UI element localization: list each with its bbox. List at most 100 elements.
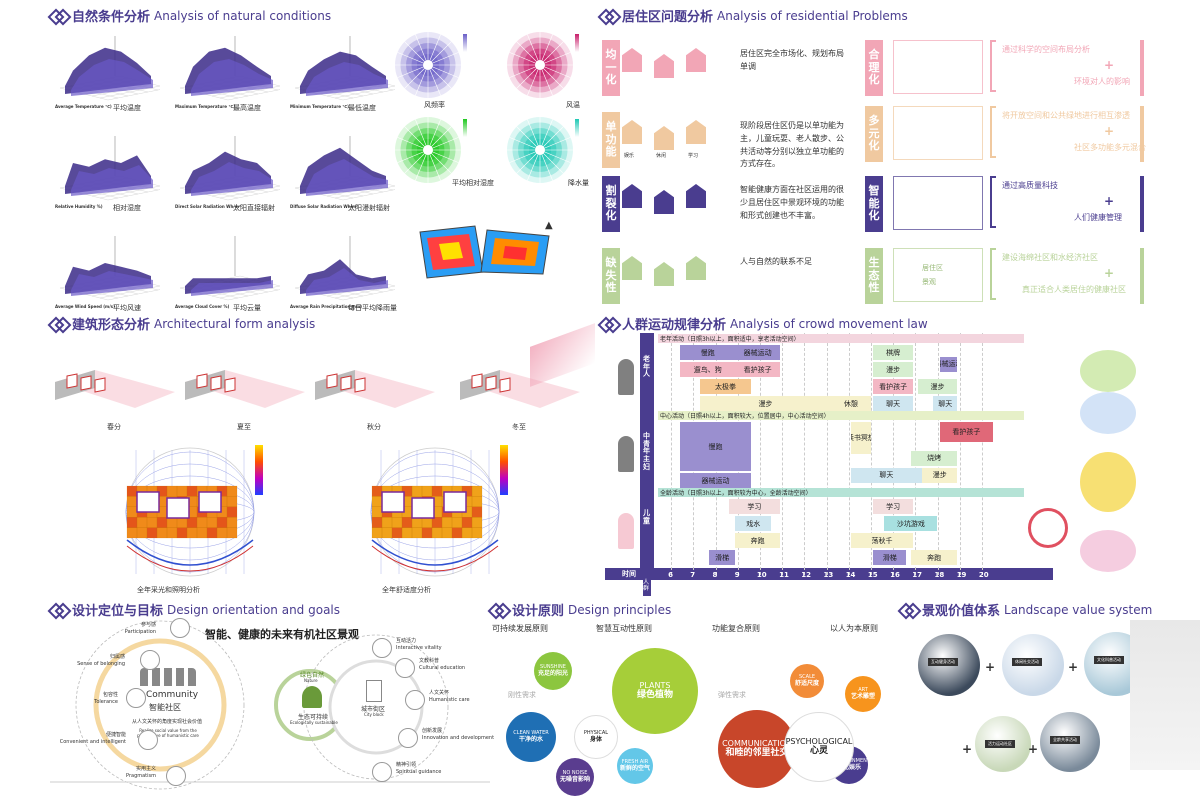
season-label: 夏至 bbox=[237, 423, 251, 431]
community-sub: 从人文关怀的角度实现社会价值 bbox=[132, 719, 203, 725]
solution-tag: 合理化 bbox=[865, 40, 883, 96]
problem-icons bbox=[622, 178, 722, 228]
problem-tag-char: 功 bbox=[605, 132, 617, 146]
bubble-cn: 身体 bbox=[589, 736, 602, 744]
bubble-en: SUNSHINE bbox=[540, 664, 566, 671]
building-icon bbox=[622, 120, 642, 144]
mesh-axis-label: Minimum Temperature ℃) bbox=[290, 104, 349, 109]
building-icon bbox=[686, 48, 706, 72]
activity-bar: 休憩 bbox=[830, 396, 871, 411]
rose-scale-bar bbox=[463, 119, 467, 137]
landscape-photo-label: 活力运动社区 bbox=[985, 740, 1015, 748]
ring-label: 精神引领 bbox=[396, 762, 417, 768]
problem-tag: 均一化 bbox=[602, 40, 620, 96]
climate-mesh bbox=[290, 228, 404, 308]
solution-line-1: 通过科学的空间布局分析 bbox=[1002, 45, 1090, 54]
activity-bar: 漫步 bbox=[699, 396, 831, 411]
activity-bar: 沙坑游戏 bbox=[884, 516, 938, 531]
dome-label: 全年舒适度分析 bbox=[382, 586, 431, 594]
landscape-photo-label: 全龄共享活动 bbox=[1050, 736, 1080, 744]
plus-icon: + bbox=[985, 660, 996, 674]
bubble-cn: 充足的阳光 bbox=[537, 670, 568, 678]
landscape-photo-label: 休闲社交活动 bbox=[1012, 658, 1042, 666]
activity-bar: 烧烤 bbox=[910, 450, 958, 466]
wind-rose bbox=[393, 115, 463, 185]
nature-cn: 绿色自然 bbox=[300, 672, 325, 679]
activity-bar: 棋牌 bbox=[873, 345, 914, 360]
activity-illustration bbox=[1080, 392, 1136, 434]
building-icon bbox=[622, 48, 642, 72]
solution-tag-char: 能 bbox=[868, 196, 880, 210]
ring-label-en: Innovation and development bbox=[422, 735, 495, 741]
activity-bar: 荡秋千 bbox=[850, 533, 914, 548]
season-model bbox=[460, 352, 580, 412]
plus-icon: + bbox=[962, 742, 973, 756]
hour-tick: 19 bbox=[956, 571, 967, 579]
person-figure bbox=[618, 359, 634, 395]
nature-en: Nature bbox=[304, 678, 318, 683]
wind-rose bbox=[505, 30, 575, 100]
solution-tag-char: 化 bbox=[868, 73, 880, 87]
landscape-photo-label: 文化科普活动 bbox=[1094, 656, 1124, 664]
ring-icon bbox=[126, 688, 146, 708]
bubble-cn: 和睦的邻里社交 bbox=[725, 748, 789, 759]
plus-icon: + bbox=[1104, 266, 1115, 280]
grid-line bbox=[981, 333, 983, 575]
wind-rose bbox=[505, 115, 575, 185]
hour-tick: 7 bbox=[690, 571, 696, 579]
solution-tag-char: 智 bbox=[868, 184, 880, 198]
problem-tag: 割裂化 bbox=[602, 176, 620, 232]
sun-dome bbox=[360, 440, 510, 580]
ring-label-en: Cultural education bbox=[419, 665, 466, 671]
problem-icons: 娱乐休闲学习 bbox=[622, 114, 722, 164]
eco-label: 景观 bbox=[922, 278, 936, 286]
solution-line-1: 将开放空间和公共绿地进行相互渗透 bbox=[1002, 111, 1130, 120]
solution-line-2: 人们健康管理 bbox=[1074, 213, 1122, 222]
elastic-need: 弹性需求 bbox=[718, 691, 746, 699]
problem-tag-char: 化 bbox=[605, 209, 617, 223]
solution-bracket bbox=[990, 40, 996, 92]
ring-label-en: Sense of belonging bbox=[77, 661, 125, 667]
activity-bar: 读书冥想 bbox=[850, 422, 871, 454]
solution-line-2: 社区多功能多元混合 bbox=[1074, 143, 1146, 152]
ring-label-en: Participation bbox=[124, 629, 156, 635]
solution-tag-char: 合 bbox=[868, 48, 880, 62]
hour-tick: 17 bbox=[912, 571, 923, 579]
activity-bar: 器械运动 bbox=[735, 345, 780, 360]
hour-tick: 13 bbox=[823, 571, 834, 579]
eco-cn: 生态可持续 bbox=[298, 714, 329, 721]
hour-tick: 16 bbox=[890, 571, 900, 579]
activity-bar: 奔跑 bbox=[910, 550, 958, 565]
building-icon bbox=[654, 126, 674, 150]
bubble-cn: 艺术雕塑 bbox=[850, 693, 875, 701]
climate-mesh bbox=[175, 228, 289, 308]
residential-section-title: 居住区问题分析 Analysis of residential Problems bbox=[600, 6, 908, 26]
solution-bracket bbox=[990, 176, 996, 228]
solution-bracket bbox=[990, 248, 996, 300]
orientation-section-title: 设计定位与目标 Design orientation and goals bbox=[50, 600, 340, 620]
activity-bar: 漫步 bbox=[873, 362, 914, 377]
solution-tag-char: 生 bbox=[868, 256, 880, 270]
architecture-section-title: 建筑形态分析 Architectural form analysis bbox=[50, 314, 315, 334]
solution-illustration bbox=[893, 176, 983, 230]
season-label: 秋分 bbox=[367, 423, 381, 431]
activity-bar: 聊天 bbox=[850, 467, 922, 483]
building-icon bbox=[686, 256, 706, 280]
problem-tag-char: 割 bbox=[605, 184, 617, 198]
grid-line bbox=[826, 333, 828, 575]
y-axis bbox=[640, 333, 654, 578]
mesh-axis-label: Average Temperature ℃) bbox=[55, 104, 112, 109]
eco-label: 居住区 bbox=[922, 264, 943, 272]
community-en: Community bbox=[146, 690, 199, 700]
landscape-section-title: 景观价值体系 Landscape value system bbox=[900, 600, 1152, 620]
building-icon bbox=[686, 120, 706, 144]
ring-icon bbox=[140, 650, 160, 670]
problem-icons bbox=[622, 42, 722, 92]
rigid-need: 刚性需求 bbox=[508, 691, 536, 699]
solution-tag: 生态性 bbox=[865, 248, 883, 304]
bubble-cn: 绿色植物 bbox=[636, 690, 673, 701]
season-model bbox=[55, 352, 175, 412]
